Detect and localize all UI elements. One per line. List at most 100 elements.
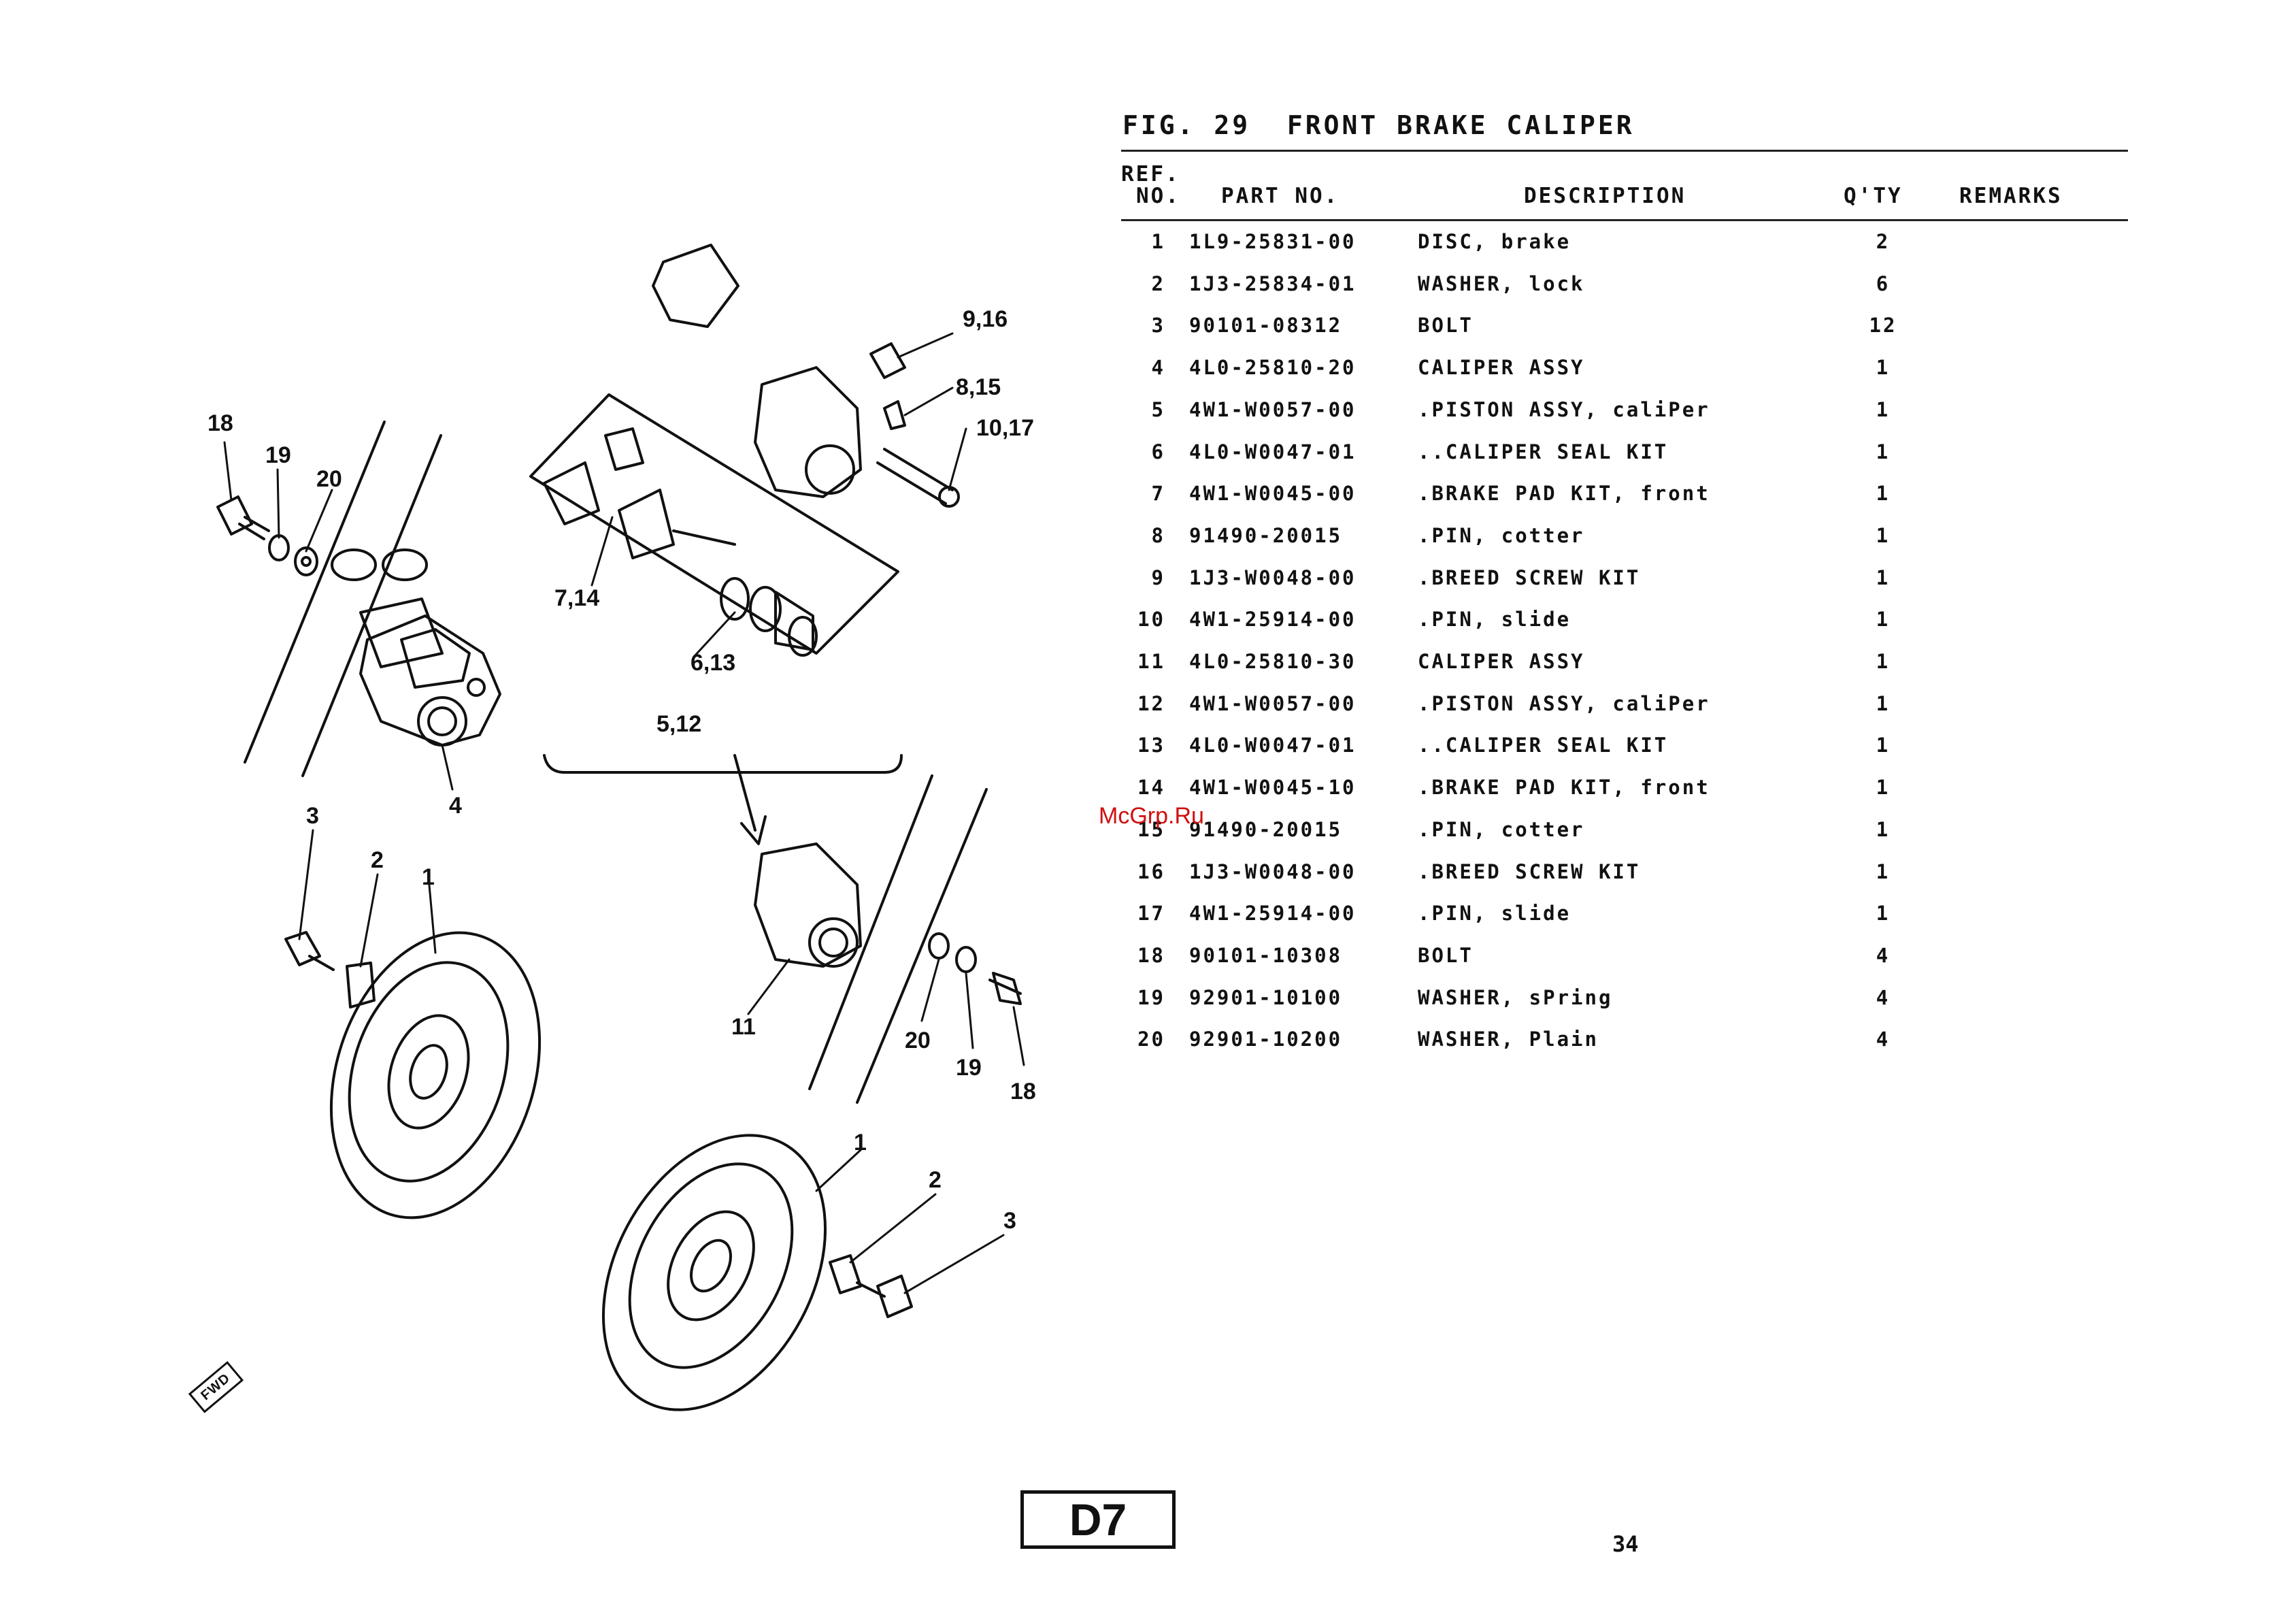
callout-label: 9,16 <box>963 306 1008 332</box>
row-qty: 2 <box>1876 230 1891 253</box>
row-part-no: 92901-10200 <box>1189 1028 1343 1051</box>
row-qty: 4 <box>1876 985 1891 1009</box>
left-brake-disc <box>329 931 542 1219</box>
row-part-no: 4W1-W0045-10 <box>1189 776 1357 800</box>
row-qty: 1 <box>1876 565 1891 589</box>
callout-label: 1 <box>854 1130 867 1155</box>
row-part-no: 4L0-25810-30 <box>1189 650 1357 673</box>
row-qty: 1 <box>1876 817 1891 841</box>
group-bracket-arrow <box>543 754 903 845</box>
watermark: McGrp.Ru <box>1099 803 1204 829</box>
row-qty: 1 <box>1876 608 1891 632</box>
row-part-no: 91490-20015 <box>1189 523 1343 547</box>
page-number: 34 <box>1612 1531 1639 1557</box>
row-qty: 1 <box>1876 902 1891 925</box>
row-part-no: 1J3-W0048-00 <box>1189 565 1357 589</box>
leader-lines <box>223 332 1025 1294</box>
row-description: CALIPER ASSY <box>1418 356 1585 380</box>
upper-caliper-exploded <box>529 244 960 657</box>
callout-label: 20 <box>316 466 342 492</box>
row-part-no: 1J3-W0048-00 <box>1189 859 1357 883</box>
row-ref: 11 <box>1137 650 1165 673</box>
row-qty: 1 <box>1876 776 1891 800</box>
row-ref: 2 <box>1151 272 1165 295</box>
row-qty: 1 <box>1876 397 1891 421</box>
row-qty: 4 <box>1876 943 1891 967</box>
row-description: WASHER, Plain <box>1418 1028 1599 1051</box>
row-qty: 12 <box>1869 314 1897 338</box>
row-ref: 13 <box>1137 734 1165 757</box>
callout-label: 2 <box>929 1167 942 1193</box>
figure-title: FIG. 29 FRONT BRAKE CALIPER <box>1122 110 1635 140</box>
row-description: .PIN, slide <box>1418 608 1571 632</box>
row-qty: 1 <box>1876 734 1891 757</box>
row-ref: 17 <box>1137 902 1165 925</box>
row-ref: 12 <box>1137 691 1165 715</box>
row-ref: 1 <box>1151 230 1165 253</box>
row-description: BOLT <box>1418 943 1474 967</box>
header-ref-line2: NO. <box>1136 184 1180 208</box>
row-part-no: 91490-20015 <box>1189 817 1343 841</box>
header-remarks: REMARKS <box>1959 184 2063 208</box>
callout-label: 19 <box>956 1055 982 1081</box>
row-qty: 1 <box>1876 523 1891 547</box>
header-part-no: PART NO. <box>1221 184 1340 208</box>
right-brake-disc <box>601 1134 913 1411</box>
row-part-no: 4W1-W0057-00 <box>1189 397 1357 421</box>
row-description: ..CALIPER SEAL KIT <box>1418 440 1669 463</box>
callout-label: 6,13 <box>691 650 735 676</box>
callout-labels: 18 19 20 9,16 8,15 10,17 7,14 6,13 5,12 … <box>207 306 1036 1234</box>
row-ref: 9 <box>1151 565 1165 589</box>
row-part-no: 90101-10308 <box>1189 943 1343 967</box>
header-rule <box>1121 219 2128 221</box>
callout-label: 8,15 <box>956 374 1001 400</box>
callout-label: 20 <box>905 1028 931 1053</box>
row-description: .PISTON ASSY, caliPer <box>1418 691 1710 715</box>
callout-label: 1 <box>422 864 435 890</box>
row-part-no: 4L0-25810-20 <box>1189 356 1357 380</box>
row-qty: 1 <box>1876 650 1891 673</box>
row-description: .PIN, cotter <box>1418 523 1585 547</box>
section-box: D7 <box>1020 1490 1176 1549</box>
row-part-no: 4W1-W0057-00 <box>1189 691 1357 715</box>
row-part-no: 4W1-25914-00 <box>1189 608 1357 632</box>
row-ref: 8 <box>1151 523 1165 547</box>
callout-label: 3 <box>306 803 319 829</box>
left-fork-tube <box>244 421 444 777</box>
row-part-no: 4L0-W0047-01 <box>1189 440 1357 463</box>
row-description: .BRAKE PAD KIT, front <box>1418 776 1710 800</box>
callout-label: 18 <box>207 410 233 436</box>
row-qty: 1 <box>1876 859 1891 883</box>
row-part-no: 4W1-W0045-00 <box>1189 482 1357 506</box>
row-qty: 6 <box>1876 272 1891 295</box>
row-description: .BREED SCREW KIT <box>1418 859 1641 883</box>
header-qty: Q'TY <box>1844 184 1903 208</box>
callout-label: 10,17 <box>976 415 1034 441</box>
row-qty: 1 <box>1876 691 1891 715</box>
row-part-no: 4W1-25914-00 <box>1189 902 1357 925</box>
row-ref: 7 <box>1151 482 1165 506</box>
title-rule <box>1121 150 2128 152</box>
row-ref: 6 <box>1151 440 1165 463</box>
left-lock-washer-bolt <box>284 931 376 1009</box>
row-ref: 15 <box>1137 817 1165 841</box>
row-qty: 1 <box>1876 356 1891 380</box>
row-description: CALIPER ASSY <box>1418 650 1585 673</box>
row-ref: 19 <box>1137 985 1165 1009</box>
right-fork-caliper <box>754 774 1022 1104</box>
row-ref: 5 <box>1151 397 1165 421</box>
header-ref-line1: REF. <box>1121 162 1180 186</box>
